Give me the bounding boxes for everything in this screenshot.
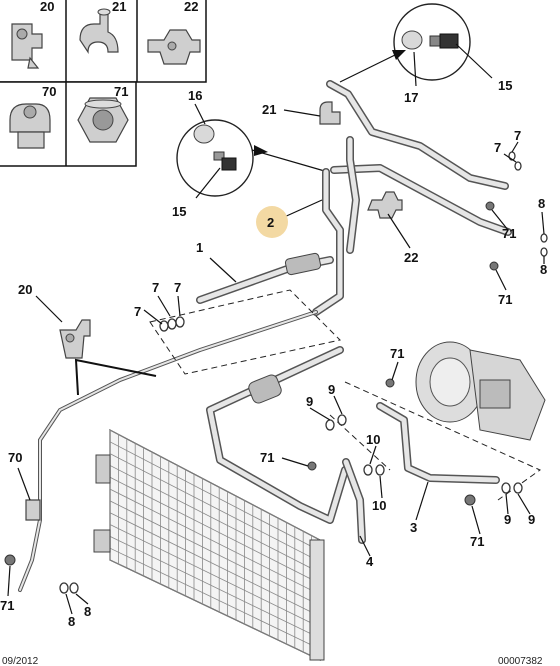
callout-8-r2[interactable]: 8 bbox=[540, 262, 547, 277]
pipe-network bbox=[18, 80, 512, 592]
condenser-tube bbox=[109, 476, 321, 584]
condenser-tube bbox=[109, 559, 321, 661]
condenser-tube bbox=[109, 465, 321, 574]
compressor bbox=[415, 341, 546, 441]
callout-7-a[interactable]: 7 bbox=[134, 304, 141, 319]
callout-10-a[interactable]: 10 bbox=[366, 432, 380, 447]
callout-15-right[interactable]: 15 bbox=[498, 78, 512, 93]
callout-22-top[interactable]: 22 bbox=[184, 0, 198, 14]
callout-16[interactable]: 16 bbox=[188, 88, 202, 103]
callout-71-comp[interactable]: 71 bbox=[390, 346, 404, 361]
detail-circle-right bbox=[339, 3, 471, 83]
callout-8-r1[interactable]: 8 bbox=[538, 196, 545, 211]
callout-15-left[interactable]: 15 bbox=[172, 204, 186, 219]
callout-3[interactable]: 3 bbox=[410, 520, 417, 535]
condenser-tube bbox=[109, 500, 321, 606]
clip-20-mid-icon bbox=[59, 319, 91, 359]
callout-71-b[interactable]: 71 bbox=[470, 534, 484, 549]
callout-9-c[interactable]: 9 bbox=[504, 512, 511, 527]
callout-7-b[interactable]: 7 bbox=[152, 280, 159, 295]
thumb-clip-21-icon bbox=[79, 8, 119, 54]
callout-8-bl2[interactable]: 8 bbox=[84, 604, 91, 619]
callout-2[interactable]: 2 bbox=[267, 215, 274, 230]
condenser-tube bbox=[109, 547, 321, 650]
callout-20-mid[interactable]: 20 bbox=[18, 282, 32, 297]
callout-71-left[interactable]: 71 bbox=[0, 598, 14, 613]
clip-70-left-icon bbox=[25, 499, 41, 521]
callout-71-top[interactable]: 71 bbox=[114, 84, 128, 99]
clip-21-mid-icon bbox=[319, 101, 341, 125]
condenser-tube bbox=[109, 488, 321, 595]
callout-labels: 20 21 22 70 71 16 15 17 15 21 2 1 7 7 7 … bbox=[0, 0, 547, 629]
callout-7-r1[interactable]: 7 bbox=[514, 128, 521, 143]
condenser-tube bbox=[109, 441, 321, 552]
thumb-clip-20-icon bbox=[11, 23, 43, 69]
callout-21-mid[interactable]: 21 bbox=[262, 102, 276, 117]
detail-circle-left bbox=[176, 119, 329, 197]
highlight-marker-2 bbox=[256, 206, 288, 238]
callout-10-b[interactable]: 10 bbox=[372, 498, 386, 513]
condenser-tube bbox=[109, 512, 321, 617]
callout-71-r2[interactable]: 71 bbox=[498, 292, 512, 307]
thumb-clip-70-icon bbox=[9, 103, 51, 149]
callout-1[interactable]: 1 bbox=[196, 240, 203, 255]
clip-22-mid-icon bbox=[367, 191, 403, 219]
callout-4[interactable]: 4 bbox=[366, 554, 374, 569]
callout-71-hose[interactable]: 71 bbox=[260, 450, 274, 465]
callout-21-top[interactable]: 21 bbox=[112, 0, 126, 14]
thumbnail-grid bbox=[0, 0, 207, 167]
callout-20-top[interactable]: 20 bbox=[40, 0, 54, 14]
callout-22-mid[interactable]: 22 bbox=[404, 250, 418, 265]
callout-7-c[interactable]: 7 bbox=[174, 280, 181, 295]
condenser-tube bbox=[109, 536, 321, 639]
thumb-clip-22-icon bbox=[147, 29, 201, 65]
callout-17[interactable]: 17 bbox=[404, 90, 418, 105]
callout-71-r1[interactable]: 71 bbox=[502, 226, 516, 241]
callout-9-b[interactable]: 9 bbox=[328, 382, 335, 397]
condenser bbox=[93, 429, 325, 661]
footer-reference: 00007382 bbox=[498, 656, 543, 666]
leader-lines bbox=[7, 43, 545, 615]
callout-70-top[interactable]: 70 bbox=[42, 84, 56, 99]
condenser-tube bbox=[109, 453, 321, 563]
thumb-nut-71-icon bbox=[77, 97, 129, 143]
condenser-tube bbox=[109, 429, 321, 541]
callout-7-r2[interactable]: 7 bbox=[494, 140, 501, 155]
callout-70-left[interactable]: 70 bbox=[8, 450, 22, 465]
callout-9-d[interactable]: 9 bbox=[528, 512, 535, 527]
callout-9-a[interactable]: 9 bbox=[306, 394, 313, 409]
callout-8-bl1[interactable]: 8 bbox=[68, 614, 75, 629]
condenser-tube bbox=[109, 524, 321, 628]
footer-date: 09/2012 bbox=[2, 656, 39, 666]
